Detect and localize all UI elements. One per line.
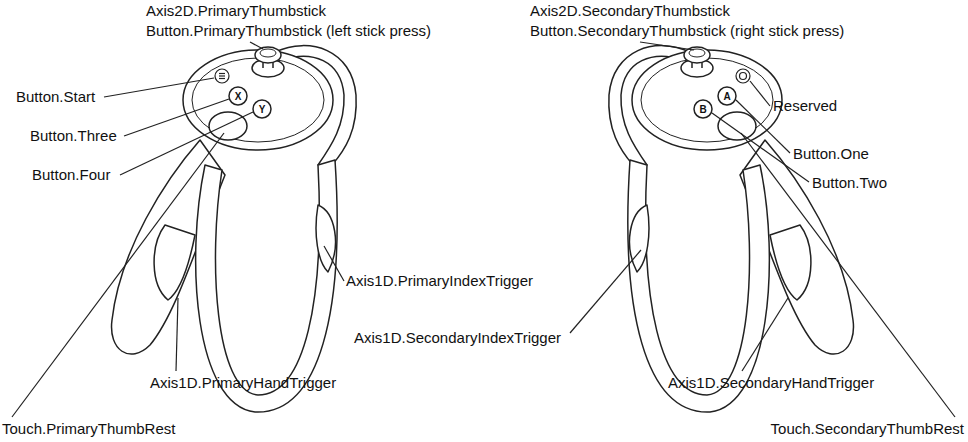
start-button [215, 69, 229, 83]
left-controller [112, 46, 357, 412]
button-letter: X [235, 91, 242, 102]
menu-icon [219, 73, 225, 74]
menu-icon [219, 75, 225, 76]
callout-label: Button.Three [30, 127, 117, 144]
leader-line [176, 298, 178, 371]
leader-line [120, 112, 253, 175]
right-controller [609, 46, 854, 412]
callout-label: Axis1D.SecondaryIndexTrigger [354, 329, 561, 346]
reserved-button [736, 69, 750, 83]
oculus-icon [740, 73, 747, 80]
callout-label: Axis1D.PrimaryIndexTrigger [346, 272, 533, 289]
callout-label: Button.Start [16, 88, 95, 105]
leader-line [104, 78, 214, 97]
callout-label: Button.Two [812, 174, 887, 191]
callout-label: Reserved [773, 97, 837, 114]
button-letter: Y [259, 104, 266, 115]
callout-label: Axis1D.PrimaryHandTrigger [150, 374, 336, 391]
callout-label: Button.Four [32, 166, 110, 183]
menu-icon [219, 78, 225, 79]
leader-line [250, 42, 263, 49]
callout-label: Button.One [793, 145, 869, 162]
callout-label: Button.SecondaryThumbstick (right stick … [530, 22, 844, 39]
leader-line [640, 42, 694, 50]
callout-label: Touch.PrimaryThumbRest [2, 420, 175, 437]
button-letter: A [723, 91, 730, 102]
leader-line [324, 246, 344, 281]
leader-line [570, 250, 641, 333]
leader-line [750, 81, 770, 106]
callout-label: Axis2D.SecondaryThumbstick [530, 2, 730, 19]
leader-line [742, 298, 788, 371]
callout-label: Button.PrimaryThumbstick (left stick pre… [146, 22, 431, 39]
callout-label: Touch.SecondaryThumbRest [771, 420, 964, 437]
button-letter: B [699, 104, 706, 115]
callout-label: Axis1D.SecondaryHandTrigger [668, 374, 874, 391]
callout-label: Axis2D.PrimaryThumbstick [146, 2, 326, 19]
